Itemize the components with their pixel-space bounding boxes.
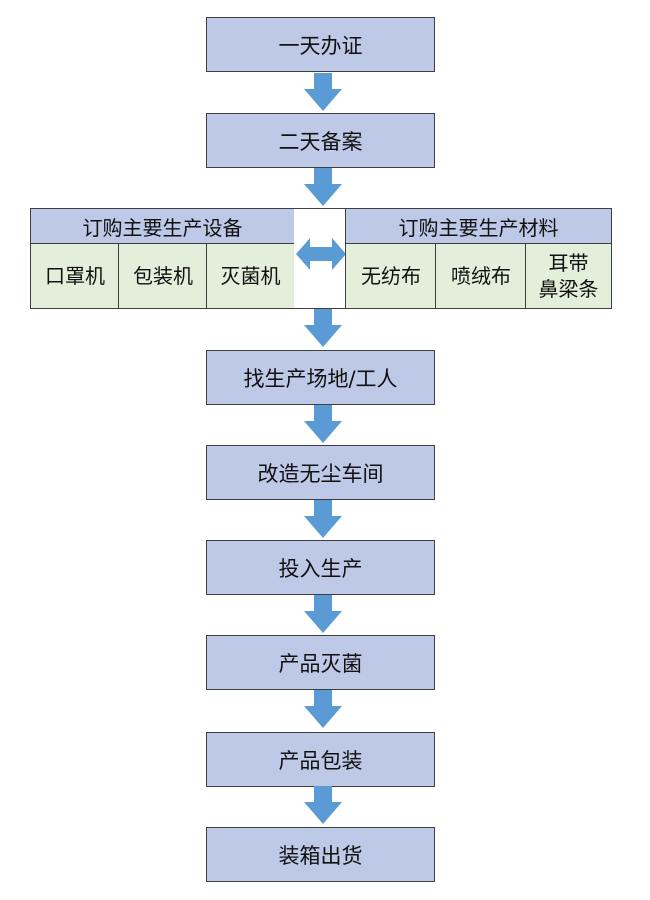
step-7-label: 产品包装 [278, 748, 363, 773]
materials-header: 订购主要生产材料 [345, 208, 612, 245]
material-item-label: 鼻梁条 [538, 277, 599, 301]
down-arrow-icon [303, 690, 343, 730]
equipment-item-label: 口罩机 [45, 264, 105, 288]
step-1-box: 一天办证 [206, 17, 435, 72]
down-arrow-icon [303, 500, 343, 540]
material-item-label: 无纺布 [361, 264, 421, 288]
step-4-box: 改造无尘车间 [206, 445, 435, 500]
material-item: 无纺布 [345, 243, 437, 309]
equipment-item-label: 包装机 [133, 264, 193, 288]
equipment-item-label: 灭菌机 [220, 264, 281, 288]
material-item: 耳带 鼻梁条 [525, 243, 612, 309]
double-arrow-icon [296, 236, 346, 272]
down-arrow-icon [303, 73, 343, 113]
step-4-label: 改造无尘车间 [257, 461, 384, 486]
step-8-box: 装箱出货 [206, 827, 435, 882]
equipment-item: 包装机 [118, 243, 208, 309]
down-arrow-icon [303, 405, 343, 445]
material-item-label: 耳带 [548, 251, 589, 275]
material-item: 喷绒布 [435, 243, 527, 309]
down-arrow-icon [303, 786, 343, 826]
materials-header-label: 订购主要生产材料 [398, 216, 559, 240]
down-arrow-icon [303, 595, 343, 635]
step-8-label: 装箱出货 [278, 843, 363, 868]
equipment-group: 订购主要生产设备 口罩机 包装机 灭菌机 [30, 208, 295, 309]
materials-group: 订购主要生产材料 无纺布 喷绒布 耳带 鼻梁条 [345, 208, 612, 309]
equipment-item: 口罩机 [30, 243, 120, 309]
step-5-box: 投入生产 [206, 540, 435, 595]
step-5-label: 投入生产 [278, 556, 363, 581]
down-arrow-icon [303, 168, 343, 208]
equipment-header: 订购主要生产设备 [30, 208, 295, 245]
material-item-label: 喷绒布 [451, 264, 511, 288]
step-2-box: 二天备案 [206, 113, 435, 168]
step-1-label: 一天办证 [278, 33, 363, 58]
step-7-box: 产品包装 [206, 732, 435, 787]
step-3-box: 找生产场地/工人 [206, 350, 435, 405]
step-6-label: 产品灭菌 [278, 651, 363, 676]
step-6-box: 产品灭菌 [206, 635, 435, 690]
down-arrow-icon [303, 309, 343, 349]
step-2-label: 二天备案 [278, 129, 363, 154]
step-3-label: 找生产场地/工人 [243, 366, 398, 391]
equipment-item: 灭菌机 [206, 243, 295, 309]
equipment-header-label: 订购主要生产设备 [82, 216, 243, 240]
